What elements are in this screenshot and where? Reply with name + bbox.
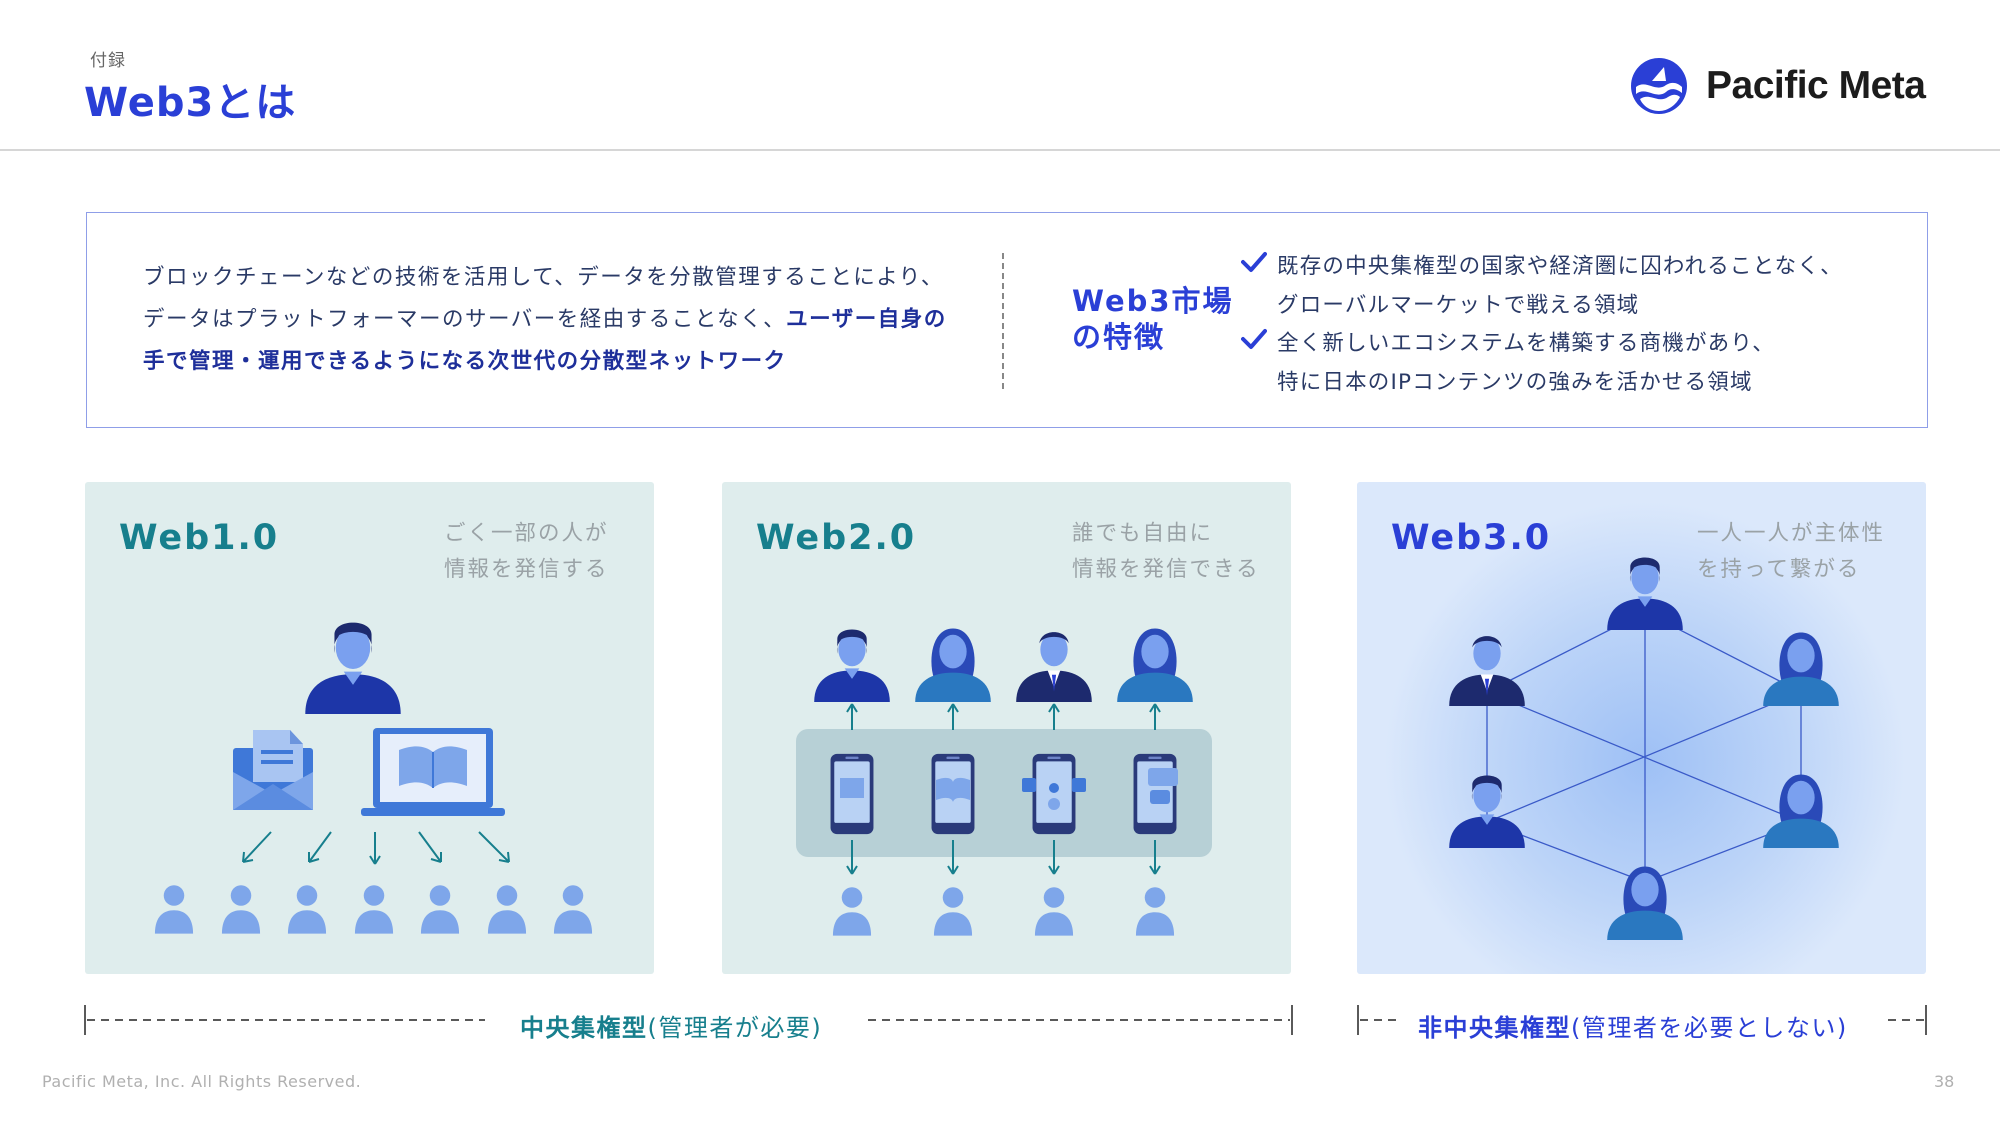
web2-illustration — [796, 628, 1212, 936]
decentral-label-paren: (管理者を必要としない) — [1571, 1014, 1848, 1042]
feature-line-1: 既存の中央集権型の国家や経済圏に囚われることなく、 — [1277, 254, 1843, 279]
download-arrows — [846, 840, 1161, 875]
web3-illustration — [1385, 502, 1905, 974]
intro-box: ブロックチェーンなどの技術を活用して、データを分散管理することにより、 データは… — [86, 212, 1928, 428]
audience-person-icon — [420, 885, 460, 934]
intro-line-1: ブロックチェーンなどの技術を活用して、データを分散管理することにより、 — [143, 265, 944, 290]
phone-social-icon — [1032, 753, 1076, 835]
panel-description-line-1: 誰でも自由に — [1072, 521, 1214, 546]
company-logo: Pacific Meta — [1630, 56, 1926, 116]
web1-illustration — [154, 622, 593, 934]
viewer-person-icon — [1034, 887, 1074, 936]
central-bracket — [84, 1005, 1293, 1035]
panel-title: Web2.0 — [756, 518, 917, 558]
panel-description-line-2: を持って繋がる — [1697, 557, 1861, 582]
grouping-brackets — [84, 1005, 1927, 1035]
upload-arrows — [846, 703, 1161, 730]
central-label-paren: (管理者が必要) — [647, 1014, 823, 1042]
decentral-label-bold: 非中央集権型 — [1418, 1014, 1571, 1042]
user-man-icon — [814, 629, 890, 702]
intro-line-2: データはプラットフォーマーのサーバーを経由することなく、ユーザー自身の — [143, 299, 1003, 341]
decentral-label: 非中央集権型(管理者を必要としない) — [1418, 1008, 1848, 1043]
central-label-bold: 中央集権型 — [520, 1014, 648, 1042]
platform-background — [796, 729, 1212, 857]
intro-line-2-normal: データはプラットフォーマーのサーバーを経由することなく、 — [143, 307, 787, 332]
panel-description-line-2: 情報を発信できる — [1072, 557, 1260, 582]
user-suit-icon — [1016, 632, 1092, 702]
audience-person-icon — [354, 885, 394, 934]
panel-description: ごく一部の人が 情報を発信する — [444, 516, 609, 588]
feature-item: 既存の中央集権型の国家や経済圏に囚われることなく、 グローバルマーケットで戦える… — [1241, 247, 1897, 325]
appendix-label: 付録 — [90, 51, 126, 71]
distribution-arrows — [242, 831, 510, 865]
feature-line-2: 特に日本のIPコンテンツの強みを活かせる領域 — [1277, 370, 1753, 395]
panel-description: 誰でも自由に 情報を発信できる — [1072, 516, 1260, 588]
audience-person-icon — [221, 885, 261, 934]
audience-person-icon — [487, 885, 527, 934]
audience-person-icon — [287, 885, 327, 934]
mail-icon — [233, 730, 313, 810]
market-label-line-1: Web3市場 — [1072, 284, 1234, 318]
panel-description-line-1: 一人一人が主体性 — [1697, 521, 1886, 546]
web1-panel: Web1.0 ごく一部の人が 情報を発信する — [85, 482, 654, 974]
market-label: Web3市場 の特徴 — [1072, 283, 1234, 355]
viewer-person-icon — [1135, 887, 1175, 936]
checkmark-icon — [1241, 252, 1267, 272]
intro-divider — [1002, 253, 1004, 389]
decentral-bracket — [1357, 1005, 1927, 1035]
intro-description: ブロックチェーンなどの技術を活用して、データを分散管理することにより、 データは… — [143, 257, 1003, 383]
viewer-person-icon — [933, 887, 973, 936]
header-divider — [0, 149, 2000, 151]
panel-description-line-1: ごく一部の人が — [444, 521, 609, 546]
web3-panel: Web3.0 一人一人が主体性 を持って繋がる — [1357, 482, 1926, 974]
central-label: 中央集権型(管理者が必要) — [520, 1008, 822, 1043]
page-number: 38 — [1934, 1072, 1955, 1091]
page-title: Web3とは — [84, 80, 297, 126]
audience-person-icon — [154, 885, 194, 934]
panel-title: Web1.0 — [119, 518, 280, 558]
market-label-line-2: の特徴 — [1072, 320, 1166, 354]
intro-line-2-bold: ユーザー自身の — [786, 307, 947, 332]
viewer-person-icon — [832, 887, 872, 936]
panel-description: 一人一人が主体性 を持って繋がる — [1697, 516, 1885, 588]
web2-panel: Web2.0 誰でも自由に 情報を発信できる — [722, 482, 1291, 974]
feature-line-2: グローバルマーケットで戦える領域 — [1277, 293, 1640, 318]
panel-description-line-2: 情報を発信する — [444, 557, 609, 582]
intro-line-3: 手で管理・運用できるようになる次世代の分散型ネットワーク — [143, 349, 787, 374]
audience-person-icon — [553, 885, 593, 934]
copyright: Pacific Meta, Inc. All Rights Reserved. — [42, 1072, 362, 1091]
user-woman-icon — [1117, 628, 1193, 702]
publisher-person-icon — [305, 622, 401, 714]
user-woman-icon — [915, 628, 991, 702]
logo-text: Pacific Meta — [1706, 64, 1926, 107]
pacific-meta-logo-icon — [1631, 58, 1687, 114]
panel-title: Web3.0 — [1391, 518, 1552, 558]
audience-group — [154, 885, 593, 934]
feature-line-1: 全く新しいエコシステムを構築する商機があり、 — [1277, 331, 1775, 356]
feature-item: 全く新しいエコシステムを構築する商機があり、 特に日本のIPコンテンツの強みを活… — [1241, 324, 1897, 402]
checkmark-icon — [1241, 329, 1267, 349]
viewer-group — [832, 887, 1175, 936]
laptop-icon — [361, 728, 505, 816]
